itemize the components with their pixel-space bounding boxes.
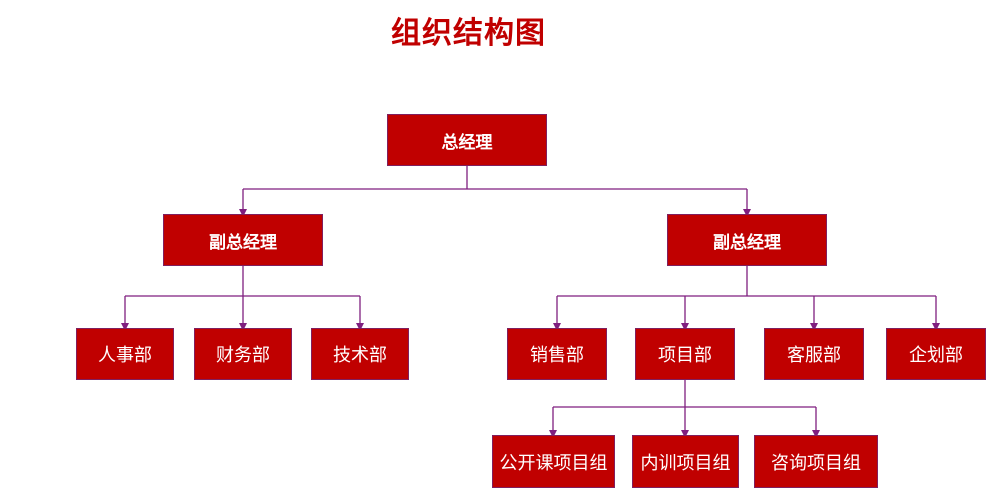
node-tech-department: 技术部 bbox=[311, 328, 409, 380]
page-title: 组织结构图 bbox=[391, 16, 546, 51]
node-deputy-manager-right: 副总经理 bbox=[667, 214, 827, 266]
connector-left-bus bbox=[125, 266, 360, 297]
node-public-course-group: 公开课项目组 bbox=[492, 435, 615, 488]
node-sales-department: 销售部 bbox=[507, 328, 607, 380]
node-consulting-group: 咨询项目组 bbox=[754, 435, 878, 488]
node-finance-department: 财务部 bbox=[194, 328, 292, 380]
node-planning-department: 企划部 bbox=[886, 328, 986, 380]
node-customer-service-department: 客服部 bbox=[764, 328, 864, 380]
node-internal-training-group: 内训项目组 bbox=[632, 435, 739, 488]
node-deputy-manager-left: 副总经理 bbox=[163, 214, 323, 266]
node-hr-department: 人事部 bbox=[76, 328, 174, 380]
node-project-department: 项目部 bbox=[635, 328, 735, 380]
connector-project-bus bbox=[553, 380, 816, 408]
connector-right-bus bbox=[557, 266, 936, 297]
connector-gm-bus bbox=[243, 166, 747, 190]
node-general-manager: 总经理 bbox=[387, 114, 547, 166]
